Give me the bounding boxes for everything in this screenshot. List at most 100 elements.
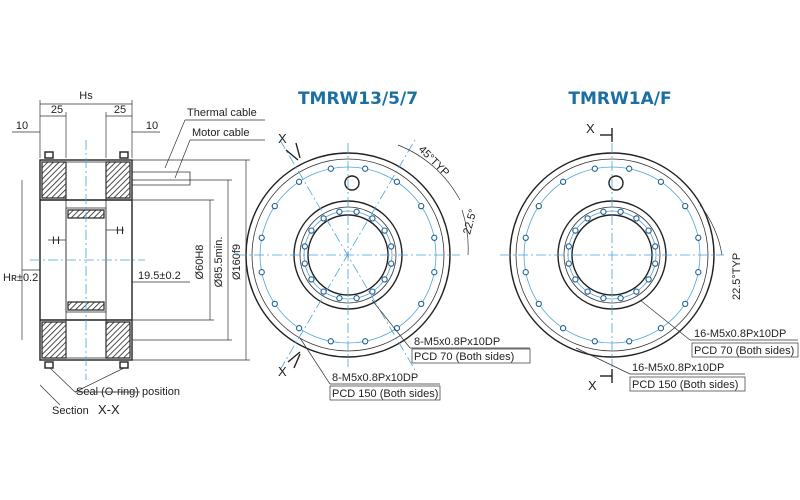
bolt-hole [657, 325, 665, 332]
dim-10-right: 10 [146, 120, 158, 132]
dim-25-left: 25 [51, 104, 63, 116]
bolt-hole [418, 202, 425, 210]
bolt-hole [271, 202, 278, 210]
bolt-hole [695, 269, 702, 276]
bolt-hole [535, 202, 542, 210]
label-motor-cable: Motor cable [192, 127, 249, 139]
bolt-hole [584, 215, 591, 222]
bolt-hole [418, 300, 425, 308]
callout-outer-left-2: PCD 150 (Both sides) [332, 388, 438, 400]
callout-outer-right-1: 16-M5x0.8Px10DP [632, 362, 724, 374]
bolt-hole [682, 300, 689, 308]
angle-22-right: 22.5°TYP [731, 253, 743, 300]
bolt-hole [695, 234, 702, 241]
callout-inner-right-1: 16-M5x0.8Px10DP [694, 328, 786, 340]
bolt-hole [652, 243, 659, 250]
bolt-hole [652, 260, 659, 267]
front-view-left: TMRW13/5/7 X X 45°TYP 22.5° 8-M5x0.8Px10… [236, 89, 531, 401]
callout-inner-left-2: PCD 70 (Both sides) [414, 351, 514, 363]
bolt-hole [258, 269, 265, 276]
bolt-hole [271, 300, 278, 308]
cable-exit-right [608, 175, 624, 191]
callout-inner-left-1: 8-M5x0.8Px10DP [414, 336, 500, 348]
cable-exit-left [344, 175, 360, 191]
dim-hr: Hʀ±0.2 [3, 272, 38, 284]
bolt-hole [600, 208, 607, 215]
bolt-hole [572, 276, 579, 283]
label-thermal-cable: Thermal cable [187, 107, 257, 119]
cable-body [132, 171, 191, 186]
bolt-hole [301, 243, 308, 250]
title-right: TMRW1A/F [568, 89, 671, 109]
bolt-hole [657, 178, 665, 185]
bolt-hole [353, 295, 360, 302]
holes-left-outer [258, 165, 438, 345]
bolt-hole [645, 227, 652, 234]
x-marker-bottom-right: X [588, 378, 597, 393]
bolt-hole [369, 215, 376, 222]
hatch-bottom-left [41, 321, 67, 359]
bolt-hole [362, 338, 369, 345]
dim-hs: Hs [79, 90, 93, 102]
bolt-hole [559, 325, 567, 332]
bolt-hole [559, 178, 567, 185]
label-seal: Seal (O-ring) position [76, 386, 180, 398]
dim-h-right: H [116, 225, 124, 237]
dim-offset: 19.5±0.2 [138, 270, 181, 282]
bolt-hole [431, 269, 438, 276]
bolt-hole [369, 288, 376, 295]
callout-outer-right-2: PCD 150 (Both sides) [632, 379, 738, 391]
bolt-hole [336, 208, 343, 215]
bolt-hole [591, 165, 598, 172]
x-marker-bottom-left: X [278, 364, 287, 379]
bolt-hole [591, 338, 598, 345]
bolt-hole [388, 260, 395, 267]
holes-right-inner [565, 208, 659, 302]
x-marker-top-right: X [586, 121, 595, 136]
bolt-hole [336, 295, 343, 302]
bolt-hole [393, 178, 401, 185]
holes-right-outer [522, 165, 702, 345]
bolt-hole [626, 338, 633, 345]
bolt-hole [353, 208, 360, 215]
bolt-hole [522, 234, 529, 241]
dim-10-left: 10 [16, 120, 28, 132]
dim-25-right: 25 [114, 104, 126, 116]
section-view: Hs 25 25 10 10 H H Hʀ±0.2 19.5±0.2 Ø60H8 [3, 90, 265, 417]
holes-left-inner [301, 208, 395, 302]
hatch-top-right [105, 161, 131, 199]
callout-outer-left-1: 8-M5x0.8Px10DP [332, 372, 418, 384]
bolt-hole [393, 325, 401, 332]
bolt-hole [320, 215, 327, 222]
label-section-name: X-X [98, 402, 120, 417]
dim-d160: Ø160f9 [231, 244, 243, 280]
hatch-bottom-right [105, 321, 131, 359]
bolt-hole [584, 288, 591, 295]
bolt-hole [431, 234, 438, 241]
bolt-hole [301, 260, 308, 267]
bolt-hole [633, 215, 640, 222]
bolt-hole [617, 208, 624, 215]
bolt-hole [388, 243, 395, 250]
dim-h-left: H [52, 235, 60, 247]
bolt-hole [645, 276, 652, 283]
dim-d85: Ø85.5min. [213, 237, 225, 288]
bolt-hole [682, 202, 689, 210]
bolt-hole [258, 234, 265, 241]
bolt-hole [626, 165, 633, 172]
bolt-hole [327, 165, 334, 172]
bolt-hole [362, 165, 369, 172]
bolt-hole [320, 288, 327, 295]
bolt-hole [572, 227, 579, 234]
angle-22-left: 22.5° [461, 208, 479, 236]
bolt-hole [617, 295, 624, 302]
angle-45-left: 45°TYP [416, 144, 451, 179]
bolt-hole [600, 295, 607, 302]
bolt-hole [308, 227, 315, 234]
x-marker-top-left: X [278, 131, 287, 146]
front-view-right: TMRW1A/F X X 22.5°TYP 16-M5x0.8Px10DP PC… [500, 89, 799, 393]
title-left: TMRW13/5/7 [298, 89, 418, 109]
bolt-hole [565, 260, 572, 267]
dim-d60: Ø60H8 [194, 245, 206, 280]
